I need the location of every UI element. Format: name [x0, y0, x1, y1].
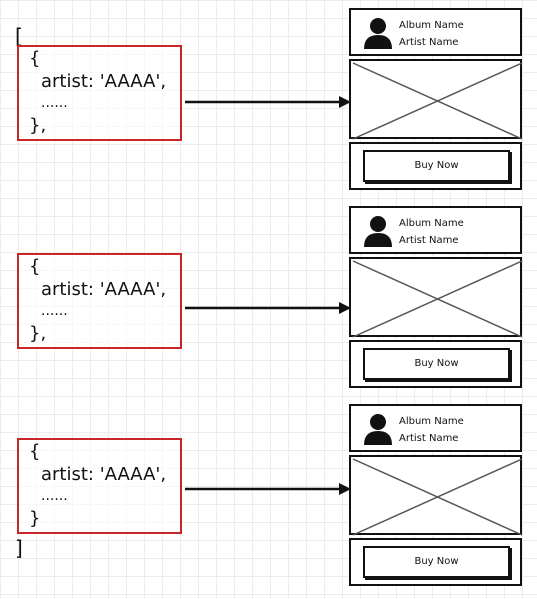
user-avatar-icon	[364, 216, 392, 247]
object-close-brace: }	[29, 508, 41, 529]
user-avatar-icon	[364, 18, 392, 49]
card-header: Album Name Artist Name	[349, 404, 522, 452]
object-artist-field: artist: 'AAAA',	[41, 464, 167, 485]
object-open-brace: {	[29, 48, 41, 69]
json-object-box: { artist: 'AAAA', ...... },	[17, 45, 182, 141]
user-avatar-icon	[364, 414, 392, 445]
image-placeholder-icon	[352, 458, 523, 536]
object-artist-field: artist: 'AAAA',	[41, 279, 167, 300]
album-name: Album Name	[399, 20, 464, 31]
buy-now-button[interactable]: Buy Now	[363, 348, 510, 380]
json-object-box: { artist: 'AAAA', ...... }	[17, 438, 182, 534]
object-open-brace: {	[29, 441, 41, 462]
album-name: Album Name	[399, 218, 464, 229]
artist-name: Artist Name	[399, 37, 459, 48]
json-object-box: { artist: 'AAAA', ...... },	[17, 253, 182, 349]
card-header: Album Name Artist Name	[349, 8, 522, 56]
card-footer: Buy Now	[349, 142, 522, 190]
object-ellipsis: ......	[41, 95, 68, 111]
mapping-arrow	[185, 96, 351, 108]
object-close-brace: },	[29, 323, 47, 344]
artist-name: Artist Name	[399, 235, 459, 246]
object-ellipsis: ......	[41, 488, 68, 504]
mapping-arrow	[185, 483, 351, 495]
album-name: Album Name	[399, 416, 464, 427]
buy-now-button[interactable]: Buy Now	[363, 150, 510, 182]
album-image-placeholder	[349, 455, 523, 536]
album-image-placeholder	[349, 59, 523, 140]
album-image-placeholder	[349, 257, 523, 338]
card-footer: Buy Now	[349, 340, 522, 388]
artist-name: Artist Name	[399, 433, 459, 444]
object-open-brace: {	[29, 256, 41, 277]
card-footer: Buy Now	[349, 538, 522, 586]
array-open-bracket: [	[15, 24, 23, 48]
mapping-arrow	[185, 302, 351, 314]
image-placeholder-icon	[352, 62, 523, 140]
card-header: Album Name Artist Name	[349, 206, 522, 254]
buy-now-button[interactable]: Buy Now	[363, 546, 510, 578]
object-ellipsis: ......	[41, 303, 68, 319]
array-close-bracket: ]	[15, 536, 23, 560]
image-placeholder-icon	[352, 260, 523, 338]
object-artist-field: artist: 'AAAA',	[41, 71, 167, 92]
object-close-brace: },	[29, 115, 47, 136]
